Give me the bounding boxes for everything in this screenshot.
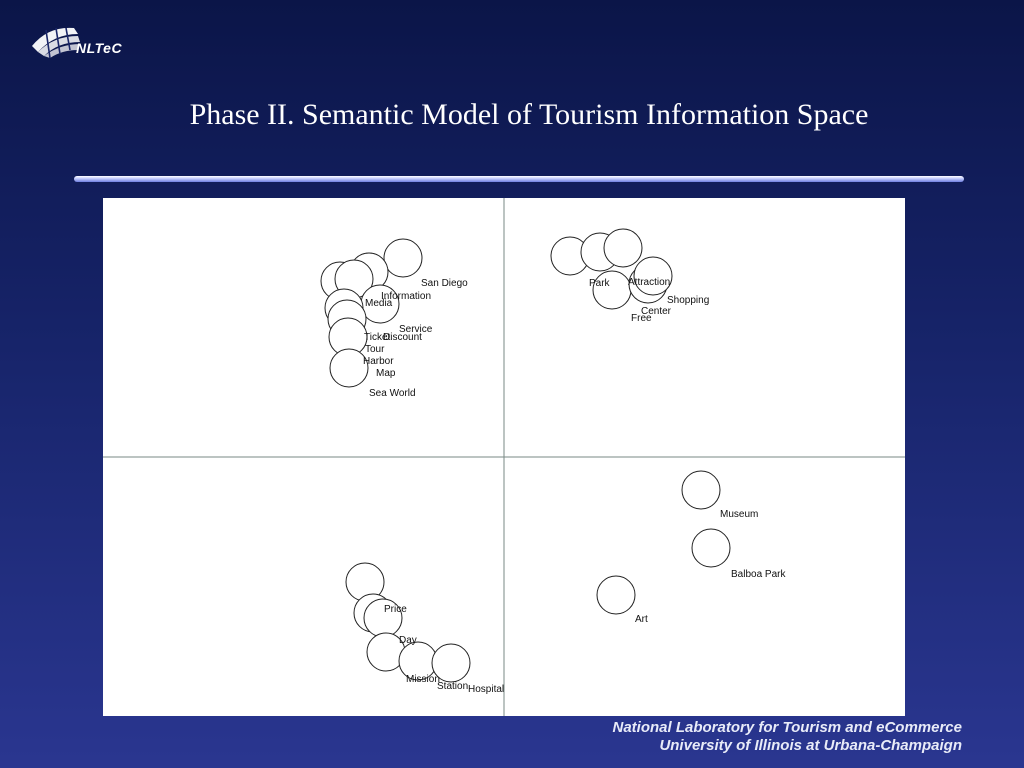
- node-label: Shopping: [667, 295, 709, 306]
- node-label: Center: [641, 306, 672, 317]
- node-labels: San DiegoInformationMediaServiceTicketDi…: [363, 277, 786, 695]
- node-circle: [329, 348, 369, 388]
- title-divider: [74, 176, 964, 182]
- footer-organization: National Laboratory for Tourism and eCom…: [612, 719, 962, 736]
- logo-text: NLTeC: [76, 40, 123, 56]
- node-label: Free: [631, 313, 652, 324]
- node-circle: [383, 238, 423, 278]
- node-label: Map: [376, 368, 396, 379]
- node-circles: [320, 228, 731, 683]
- node-label: Tour: [365, 344, 385, 355]
- node-label: Media: [365, 298, 393, 309]
- node-label: Mission: [406, 674, 440, 685]
- node-circle: [633, 256, 673, 296]
- node-label: Discount: [383, 332, 422, 343]
- slide-title: Phase II. Semantic Model of Tourism Info…: [189, 98, 869, 131]
- node-label: Station: [437, 681, 468, 692]
- node-label: Balboa Park: [731, 569, 786, 580]
- node-label: Information: [381, 291, 431, 302]
- node-label: San Diego: [421, 278, 468, 289]
- node-label: Harbor: [363, 356, 394, 367]
- node-label: Day: [399, 635, 417, 646]
- node-label: Art: [635, 614, 648, 625]
- node-label: Hospital: [468, 684, 504, 695]
- node-circle: [691, 528, 731, 568]
- node-circle: [431, 643, 471, 683]
- node-circle: [603, 228, 643, 268]
- node-circle: [592, 270, 632, 310]
- node-circle: [681, 470, 721, 510]
- nltec-logo: [28, 22, 138, 66]
- node-label: Museum: [720, 509, 758, 520]
- node-label: Ticket: [364, 332, 391, 343]
- node-label: Park: [589, 278, 611, 289]
- globe-grid-icon: [32, 27, 80, 59]
- semantic-map-canvas: San DiegoInformationMediaServiceTicketDi…: [103, 198, 905, 716]
- node-label: Attraction: [628, 277, 670, 288]
- footer-university: University of Illinois at Urbana-Champai…: [659, 737, 962, 754]
- node-label: Service: [399, 324, 433, 335]
- node-label: Price: [384, 604, 407, 615]
- node-label: Sea World: [369, 388, 416, 399]
- node-circle: [596, 575, 636, 615]
